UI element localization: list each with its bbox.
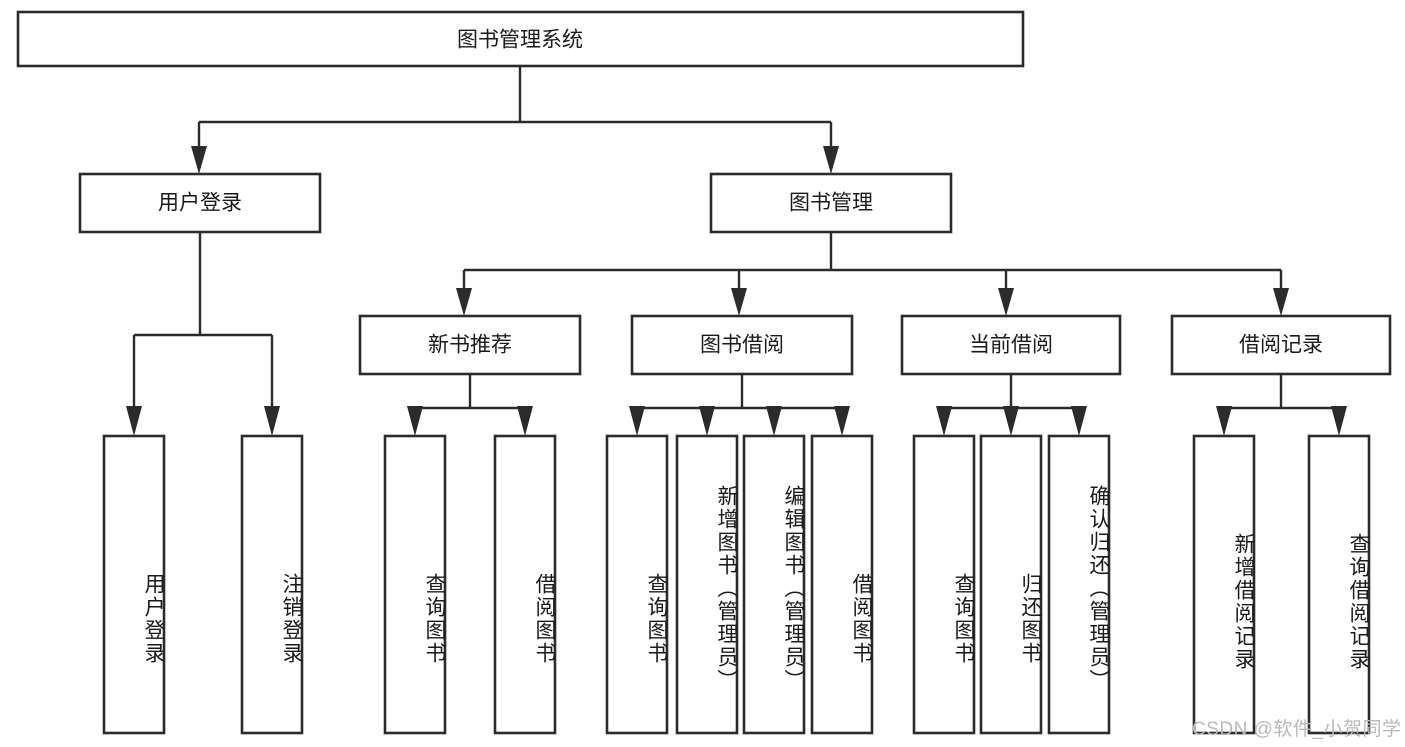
arrow-to-book-borrow (731, 288, 747, 316)
arrow-to-leaf-edit-book (766, 406, 782, 436)
node-new-book-recommend-label: 新书推荐 (428, 334, 512, 357)
arrow-to-borrow-record (1273, 288, 1289, 316)
arrow-to-user-login (191, 146, 207, 174)
node-current-borrow[interactable]: 当前借阅 (900, 314, 1122, 376)
node-leaf-query-book-2-box[interactable] (605, 434, 669, 735)
node-leaf-query-record-box[interactable] (1307, 434, 1371, 735)
arrow-to-leaf-query-record (1331, 406, 1347, 436)
node-leaf-query-book-1-box[interactable] (383, 434, 447, 735)
arrow-to-leaf-query-book-2 (629, 406, 645, 436)
node-leaf-user-login-box[interactable] (102, 434, 166, 735)
arrow-to-leaf-add-book (699, 406, 715, 436)
arrow-to-new-book-recommend (456, 288, 472, 316)
node-book-borrow[interactable]: 图书借阅 (630, 314, 854, 376)
arrow-to-leaf-borrow-book-1 (517, 406, 533, 436)
arrow-to-leaf-logout-login (264, 406, 280, 436)
arrow-to-leaf-return-book (1003, 406, 1019, 436)
node-leaf-borrow-book-2-box[interactable] (810, 434, 874, 735)
node-book-borrow-label: 图书借阅 (700, 334, 784, 357)
node-leaf-confirm-return-box[interactable] (1047, 434, 1111, 735)
node-book-management-label: 图书管理 (789, 192, 873, 215)
node-book-management[interactable]: 图书管理 (709, 172, 953, 234)
node-current-borrow-label: 当前借阅 (969, 334, 1053, 357)
arrow-to-leaf-query-book-3 (936, 406, 952, 436)
arrow-to-leaf-add-record (1216, 406, 1232, 436)
arrow-to-leaf-confirm-return (1071, 406, 1087, 436)
node-new-book-recommend[interactable]: 新书推荐 (358, 314, 582, 376)
connector-user-login-children (126, 232, 280, 436)
connector-book-borrow-children (629, 374, 850, 436)
connector-current-borrow-children (936, 374, 1087, 436)
node-user-login[interactable]: 用户登录 (78, 172, 322, 234)
arrow-to-leaf-user-login (126, 406, 142, 436)
node-leaf-add-record-box[interactable] (1192, 434, 1256, 735)
node-leaf-return-book-box[interactable] (979, 434, 1043, 735)
node-leaf-logout-login-box[interactable] (240, 434, 304, 735)
connector-new-book-recommend-children (407, 374, 533, 436)
connector-borrow-record-children (1216, 374, 1347, 436)
node-leaf-edit-book-box[interactable] (742, 434, 806, 735)
arrow-to-current-borrow (998, 288, 1014, 316)
arrow-to-book-management (823, 146, 839, 174)
node-leaf-add-book-box[interactable] (675, 434, 739, 735)
connector-root-fan (191, 66, 839, 174)
arrow-to-leaf-query-book-1 (407, 406, 423, 436)
node-current-borrow-box (900, 314, 1122, 376)
node-user-login-label: 用户登录 (158, 192, 242, 215)
node-leaf-borrow-book-1-box[interactable] (493, 434, 557, 735)
csdn-watermark: CSDN @软件_小贺同学 (1192, 719, 1402, 740)
node-root-label: 图书管理系统 (457, 29, 583, 52)
node-borrow-record[interactable]: 借阅记录 (1170, 314, 1392, 376)
node-root[interactable]: 图书管理系统 (16, 10, 1025, 68)
node-new-book-recommend-box (358, 314, 582, 376)
node-root-box (16, 10, 1025, 68)
arrow-to-leaf-borrow-book-2 (834, 406, 850, 436)
node-borrow-record-label: 借阅记录 (1239, 334, 1323, 357)
node-user-login-box (78, 172, 322, 234)
node-leaf-query-book-3-box[interactable] (912, 434, 976, 735)
connector-book-management-children (456, 232, 1289, 316)
